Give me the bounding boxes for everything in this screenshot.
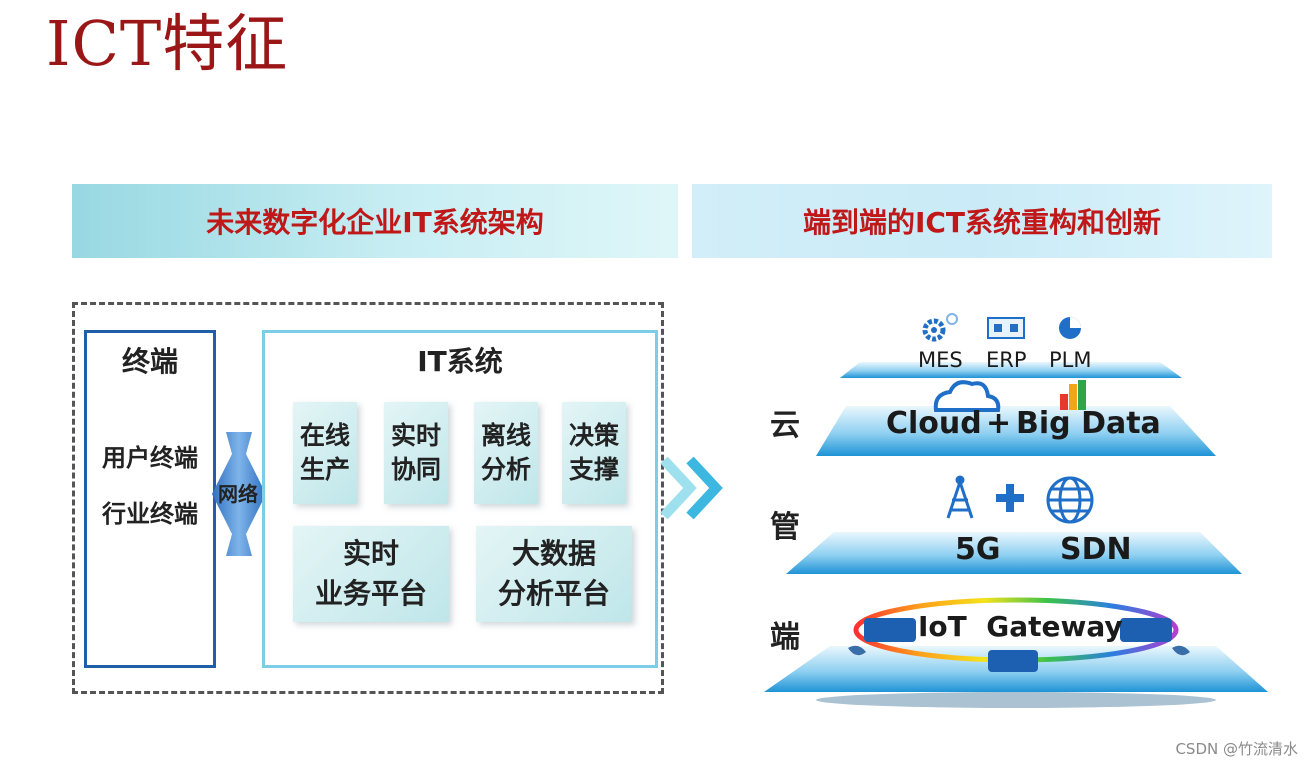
- module-line: 实时: [390, 421, 441, 450]
- app-label-plm: PLM: [1049, 348, 1092, 372]
- iot-gateway-text: IoT Gateway: [918, 610, 1123, 643]
- network-arrow-icon: [212, 432, 266, 556]
- module-realtime-collab: 实时 协同: [384, 402, 448, 504]
- network-label: 网络: [218, 482, 258, 506]
- banner-left: 未来数字化企业IT系统架构: [72, 184, 678, 258]
- module-line: 决策: [568, 421, 619, 450]
- platform-shadow: [816, 692, 1216, 708]
- page-title: ICT特征: [46, 7, 289, 80]
- platform-bigdata-analysis: 大数据 分析平台: [476, 526, 632, 622]
- watermark: CSDN @竹流清水: [1175, 740, 1298, 758]
- iot-device-icon: [988, 650, 1038, 672]
- gear-icon: [922, 313, 958, 342]
- bigdata-icon: [1060, 380, 1086, 410]
- terminal-box: [84, 330, 216, 668]
- module-line: 支撑: [568, 455, 619, 484]
- cloud-platform: [816, 406, 1216, 456]
- layer-label-edge: 端: [770, 620, 800, 655]
- platform-line: 实时: [342, 537, 399, 570]
- module-line: 分析: [480, 455, 531, 484]
- platform-line: 大数据: [511, 537, 596, 570]
- terminal-item-user: 用户终端: [102, 444, 198, 472]
- erp-icon: [987, 317, 1025, 339]
- chevron-right-icon: [660, 456, 723, 520]
- module-line: 在线: [299, 421, 350, 450]
- leaf-icon: [848, 645, 866, 656]
- module-line: 生产: [299, 455, 350, 484]
- plus-icon: [996, 484, 1024, 512]
- module-decision-support: 决策 支撑: [562, 402, 626, 504]
- module-line: 协同: [390, 455, 441, 484]
- it-system-title: IT系统: [417, 345, 503, 378]
- module-line: 离线: [480, 421, 531, 450]
- app-label-mes: MES: [918, 348, 963, 372]
- platform-line: 业务平台: [314, 577, 427, 610]
- plm-icon: [1059, 317, 1081, 339]
- banner-right: 端到端的ICT系统重构和创新: [692, 184, 1272, 258]
- cloud-icon: [933, 380, 1001, 412]
- architecture-frame: [72, 302, 664, 694]
- apps-platform: [840, 362, 1182, 378]
- terminal-item-industry: 行业终端: [102, 500, 198, 528]
- module-online-production: 在线 生产: [293, 402, 357, 504]
- platform-line: 分析平台: [497, 577, 610, 610]
- leaf-icon: [1172, 645, 1190, 656]
- iot-device-icon: [1120, 618, 1172, 642]
- module-offline-analysis: 离线 分析: [474, 402, 538, 504]
- cloud-text: Cloud: [886, 406, 982, 441]
- terminal-title: 终端: [121, 345, 178, 378]
- layer-label-cloud: 云: [770, 408, 800, 443]
- ict-layers-graphic: [764, 313, 1268, 708]
- antenna-icon: [946, 475, 974, 519]
- sdn-text: SDN: [1060, 532, 1132, 567]
- cloud-plus-text: +: [986, 406, 1012, 441]
- bigdata-text: Big Data: [1016, 406, 1161, 441]
- app-label-erp: ERP: [986, 348, 1027, 372]
- pipe-platform: [786, 532, 1242, 574]
- 5g-text: 5G: [955, 532, 1001, 567]
- iot-device-icon: [864, 618, 916, 642]
- layer-label-pipe: 管: [770, 510, 800, 545]
- platform-realtime-business: 实时 业务平台: [293, 526, 449, 622]
- globe-icon: [1046, 476, 1094, 524]
